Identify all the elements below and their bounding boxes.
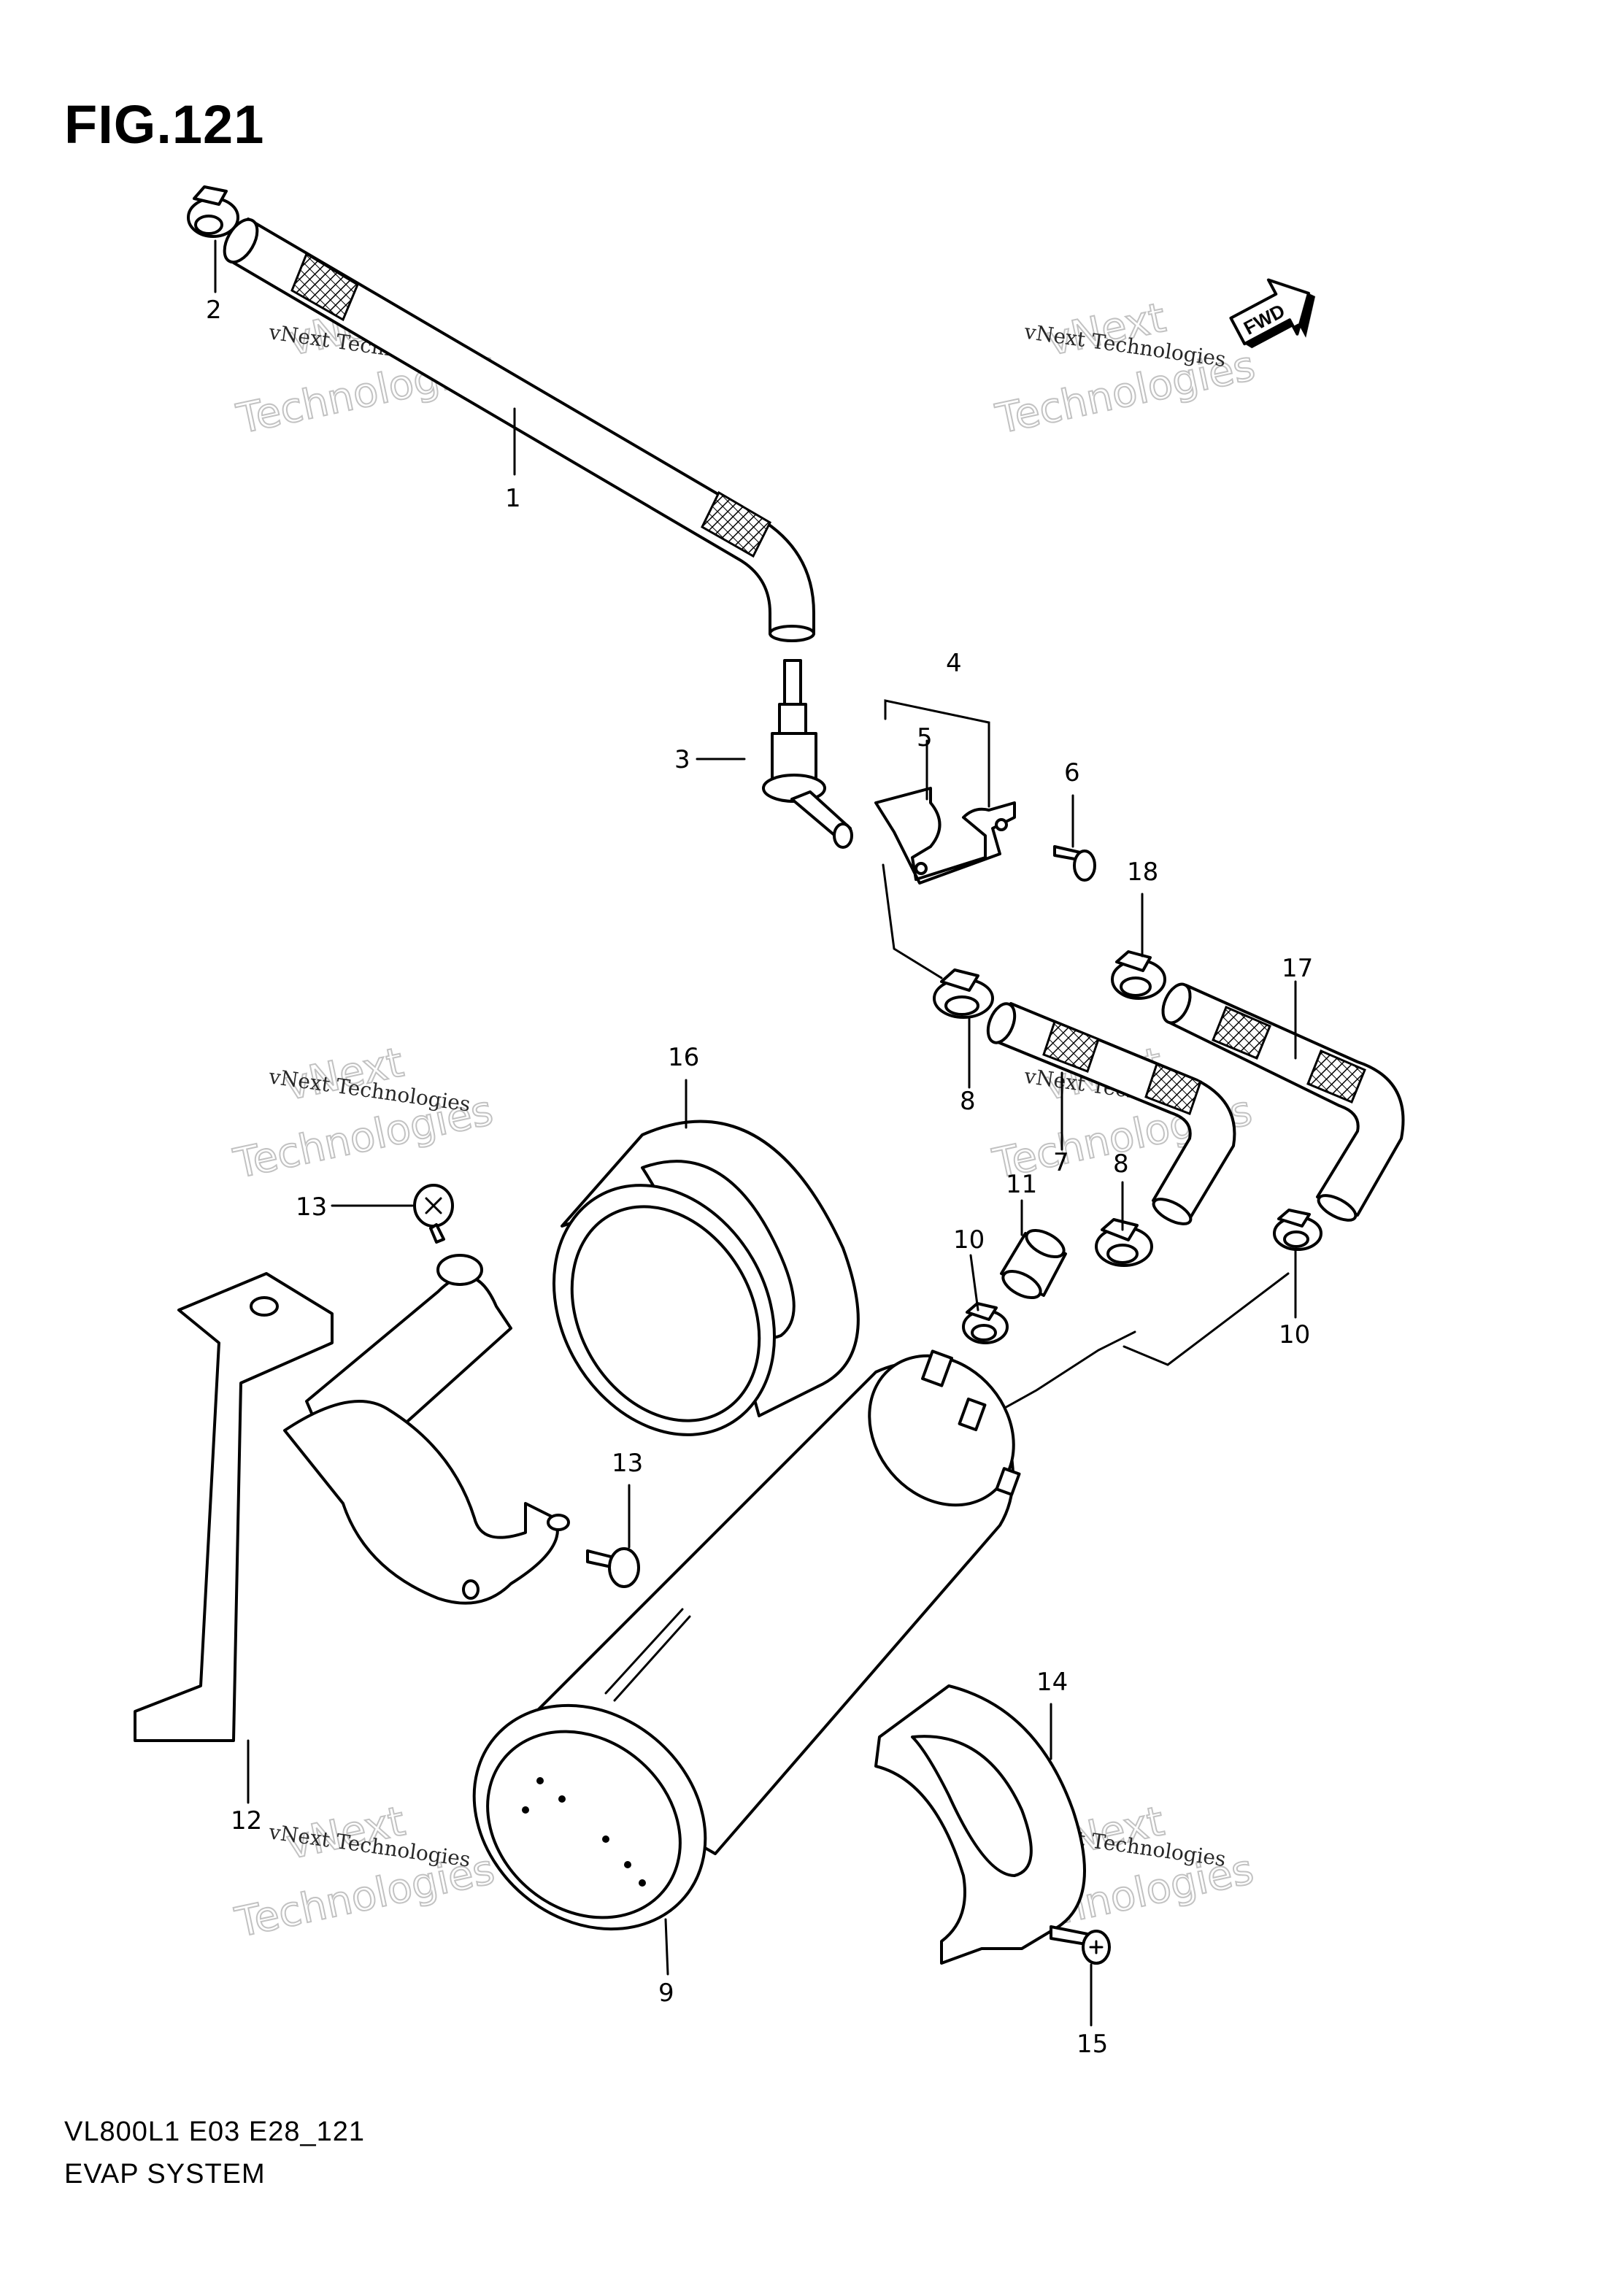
callout-8: 8 <box>960 1087 976 1116</box>
part-8-clamp <box>933 968 994 1019</box>
callouts: 2 1 3 4 5 6 18 17 16 8 7 8 11 10 10 13 1… <box>206 296 1313 2059</box>
part-7-hose <box>986 1002 1236 1225</box>
part-8-clamp-lower <box>1095 1218 1153 1267</box>
callout-10: 10 <box>953 1225 985 1255</box>
footer-model-code: VL800L1 E03 E28_121 <box>64 2116 366 2147</box>
part-6-screw <box>1053 845 1096 882</box>
callout-3: 3 <box>674 745 690 774</box>
callout-10-right: 10 <box>1279 1320 1310 1349</box>
callout-6: 6 <box>1064 758 1080 787</box>
part-9-canister <box>472 1349 1021 1931</box>
part-10-clamp <box>962 1302 1009 1344</box>
part-12-bracket <box>134 1254 570 1742</box>
part-11-rubber <box>1000 1228 1067 1300</box>
callout-14: 14 <box>1036 1668 1068 1697</box>
leader-lines <box>214 239 1297 2027</box>
callout-12: 12 <box>231 1806 262 1835</box>
callout-11: 11 <box>1006 1170 1037 1199</box>
callout-5: 5 <box>917 723 933 752</box>
callout-9: 9 <box>658 1979 674 2008</box>
part-13-screw-upper <box>413 1184 454 1244</box>
part-10-clamp-right <box>1273 1209 1322 1251</box>
callout-8-lower: 8 <box>1113 1149 1129 1179</box>
part-17-hose <box>1161 982 1405 1222</box>
part-16-cushion <box>552 1120 860 1436</box>
callout-13: 13 <box>296 1193 327 1222</box>
callout-18: 18 <box>1127 858 1158 887</box>
connection-lines <box>882 863 1290 1410</box>
part-2-clamp <box>187 185 239 238</box>
callout-17: 17 <box>1282 954 1313 983</box>
part-14-band <box>874 1684 1086 1965</box>
part-13-screw-lower <box>586 1547 640 1588</box>
callout-1: 1 <box>505 484 521 513</box>
part-1-hose <box>223 217 815 642</box>
callout-15: 15 <box>1077 2030 1108 2059</box>
part-3-valve <box>762 659 853 849</box>
part-4-5-bracket <box>874 787 1016 885</box>
callout-16: 16 <box>668 1043 699 1072</box>
callout-13-lower: 13 <box>612 1449 643 1478</box>
callout-4: 4 <box>946 649 962 678</box>
footer-section-name: EVAP SYSTEM <box>64 2159 266 2189</box>
figure-title: FIG.121 <box>64 94 265 155</box>
callout-2: 2 <box>206 296 222 325</box>
part-15-screw <box>1050 1925 1111 1965</box>
part-18-clamp <box>1111 950 1166 1000</box>
callout-7: 7 <box>1053 1148 1069 1177</box>
